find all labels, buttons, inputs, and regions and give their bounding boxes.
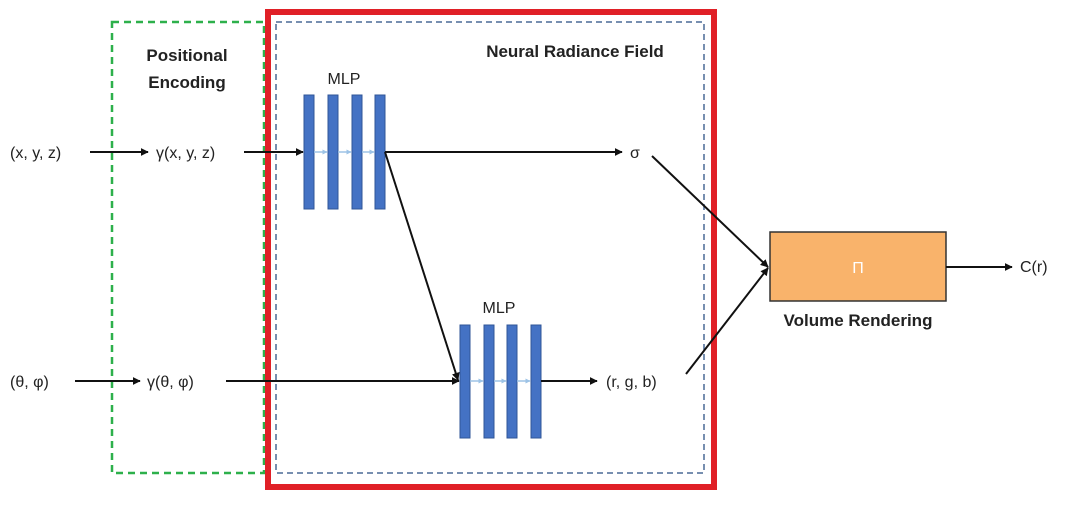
arrows bbox=[75, 148, 1013, 385]
mlp-bottom bbox=[459, 324, 542, 439]
arrow-sigma-to-render bbox=[651, 155, 769, 268]
input-xyz-label: (x, y, z) bbox=[10, 145, 61, 162]
mlp-top bbox=[303, 94, 386, 210]
positional-encoding-title-line2: Encoding bbox=[148, 73, 225, 92]
arrow-rgb-to-render bbox=[685, 267, 769, 375]
neural-radiance-field-frame bbox=[275, 21, 705, 474]
mlp-top-layer bbox=[374, 94, 386, 210]
mlp-bottom-label: MLP bbox=[483, 300, 516, 317]
mlp-top-layer bbox=[303, 94, 315, 210]
mlp-top-label: MLP bbox=[328, 71, 361, 88]
positional-encoding-title-line1: Positional bbox=[146, 46, 227, 65]
mlp-bottom-layer bbox=[483, 324, 495, 439]
mlp-bottom-layer bbox=[530, 324, 542, 439]
positional-encoding-frame bbox=[110, 20, 266, 475]
mlp-bottom-layer bbox=[506, 324, 518, 439]
neural-radiance-field-title: Neural Radiance Field bbox=[486, 42, 664, 61]
mlp-top-layer bbox=[351, 94, 363, 210]
sigma-label: σ bbox=[630, 145, 640, 162]
mlp-top-layer bbox=[327, 94, 339, 210]
gamma-xyz-label: γ(x, y, z) bbox=[156, 145, 215, 162]
output-color-label: C(r) bbox=[1020, 259, 1048, 276]
volume-rendering-label: Volume Rendering bbox=[784, 311, 933, 330]
highlight-frame bbox=[265, 9, 717, 490]
arrow-mlp-to-mlp bbox=[384, 151, 460, 381]
gamma-direction-label: γ(θ, φ) bbox=[147, 374, 194, 391]
mlp-bottom-layer bbox=[459, 324, 471, 439]
product-symbol: Π bbox=[852, 260, 864, 277]
volume-rendering-box bbox=[769, 231, 947, 302]
rgb-label: (r, g, b) bbox=[606, 374, 657, 391]
input-direction-label: (θ, φ) bbox=[10, 374, 49, 391]
